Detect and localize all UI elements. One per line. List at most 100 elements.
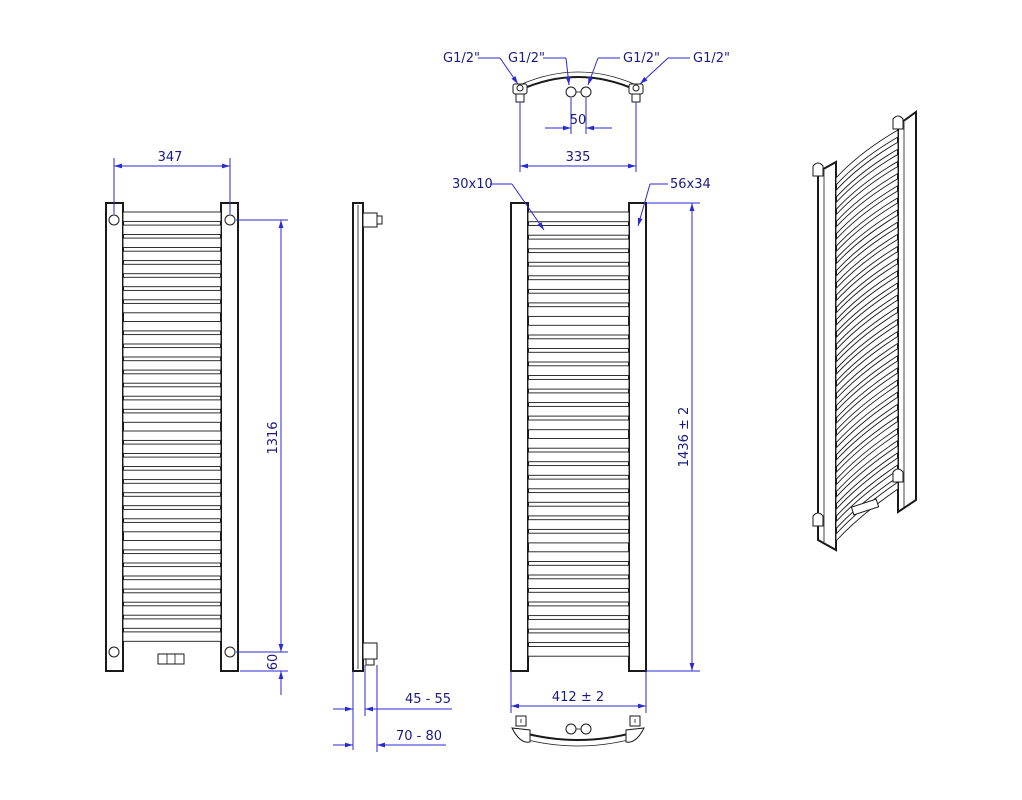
depth-max-label: 70 - 80 [396,729,442,744]
bottom-view-right-end [625,727,645,743]
front-bars-bar-29 [122,605,222,616]
perspective-bar-2 [835,153,899,211]
front-bars-bar-9 [122,334,222,345]
connection-label-4: G1/2" [693,51,730,66]
perspective-bar-10 [835,250,899,309]
front-view-mount-top-left [108,214,120,226]
bottom-view-pipe-right [580,723,592,735]
perspective-view-mount-bottom-left [812,512,824,527]
total-height-label: 1436 ± 2 [677,407,692,468]
front-view-bars [122,211,222,642]
rear-bars-bar-3 [527,252,630,263]
bottom-view-pipe-left [565,723,577,735]
rear-bars-bar-11 [527,365,630,376]
front-view-mount-bottom-left [108,646,120,658]
rear-bars-bar-17 [527,451,630,463]
front-bars-bar-8 [122,321,222,332]
perspective-view [812,110,917,552]
rear-bars-bar-29 [527,618,630,630]
rear-view-bars [527,211,630,657]
rear-bars-bar-5 [527,279,630,290]
pipe-spacing-label: 50 [570,113,587,128]
front-bars-bar-23 [122,521,222,533]
rear-bars-bar-25 [527,564,630,576]
rear-bars-bar-26 [527,578,630,589]
top-width-label: 335 [566,150,591,165]
front-bars-bar-12 [122,373,222,384]
perspective-bar-11 [835,262,899,322]
bottom-view-left-end [511,727,531,743]
rear-bars-bar-14 [527,405,630,417]
total-width-label: 412 ± 2 [552,690,604,705]
perspective-bar-9 [835,238,899,297]
rear-bars-bar-22 [527,519,630,530]
rear-bars-bar-19 [527,478,630,490]
perspective-bar-14 [835,299,899,359]
front-bars-bar-11 [122,360,222,371]
side-view: 45 - 55 70 - 80 [333,202,452,752]
front-view-mount-bottom-right [224,646,236,658]
rear-bars-bar-9 [527,338,630,349]
perspective-bar-20 [835,371,899,432]
perspective-bar-29 [835,481,899,543]
rear-bars-bar-6 [527,292,630,304]
front-bars-bar-0 [122,211,222,222]
rear-bars-bar-8 [527,324,630,336]
rear-bars-bar-24 [527,551,630,562]
connection-label-1: G1/2" [443,51,480,66]
perspective-bar-27 [835,456,899,518]
rear-view: 30x10 56x34 1436 ± 2 412 ± 2 [452,177,711,747]
rear-bars-bar-0 [527,211,630,223]
perspective-bar-19 [835,359,899,420]
front-bars-bar-17 [122,443,222,454]
perspective-bar-24 [835,420,899,481]
front-bars-bar-21 [122,495,222,507]
side-view-bracket-bottom [362,642,378,660]
perspective-bar-15 [835,311,899,371]
perspective-bar-6 [835,202,899,260]
perspective-bar-22 [835,396,899,457]
rear-bars-bar-16 [527,438,630,449]
perspective-view-bars [835,129,899,543]
tube-small-label: 30x10 [452,177,493,192]
front-bars-bar-20 [122,482,222,494]
rear-bars-bar-21 [527,505,630,517]
depth-min-label: 45 - 55 [405,692,451,707]
perspective-view-mount-bottom-right [892,468,904,483]
front-bars-bar-27 [122,579,222,590]
front-bars-bar-6 [122,289,222,301]
rear-bars-bar-20 [527,492,630,503]
perspective-bar-18 [835,347,899,408]
front-view-valve [157,653,185,665]
perspective-bar-26 [835,444,899,506]
rear-bars-bar-10 [527,351,630,363]
connection-label-3: G1/2" [623,51,660,66]
front-bars-bar-25 [122,553,222,564]
tube-large-label: 56x34 [670,177,711,192]
front-bars-bar-13 [122,386,222,397]
front-bars-bar-7 [122,302,222,314]
connection-label-2: G1/2" [508,51,545,66]
top-view-pipe-left [565,86,577,98]
front-bars-bar-10 [122,347,222,358]
rear-bars-bar-1 [527,225,630,236]
perspective-bar-1 [835,141,899,199]
front-bars-bar-30 [122,618,222,629]
top-view-pipe-right [580,86,592,98]
perspective-bar-5 [835,189,899,248]
rear-bars-bar-15 [527,419,630,431]
perspective-bar-8 [835,226,899,285]
rear-bars-bar-12 [527,378,630,390]
perspective-view-mount-top-right [892,115,904,130]
side-view-bracket-top [362,212,378,228]
rear-bars-bar-7 [527,306,630,317]
perspective-bar-13 [835,286,899,346]
perspective-bar-23 [835,408,899,469]
perspective-bar-3 [835,165,899,223]
perspective-view-mount-top-left [812,162,824,177]
perspective-bar-16 [835,323,899,383]
front-bars-bar-15 [122,412,222,423]
front-view: 347 1316 60 [105,150,288,695]
front-bars-bar-26 [122,566,222,577]
front-bars-bar-18 [122,456,222,467]
